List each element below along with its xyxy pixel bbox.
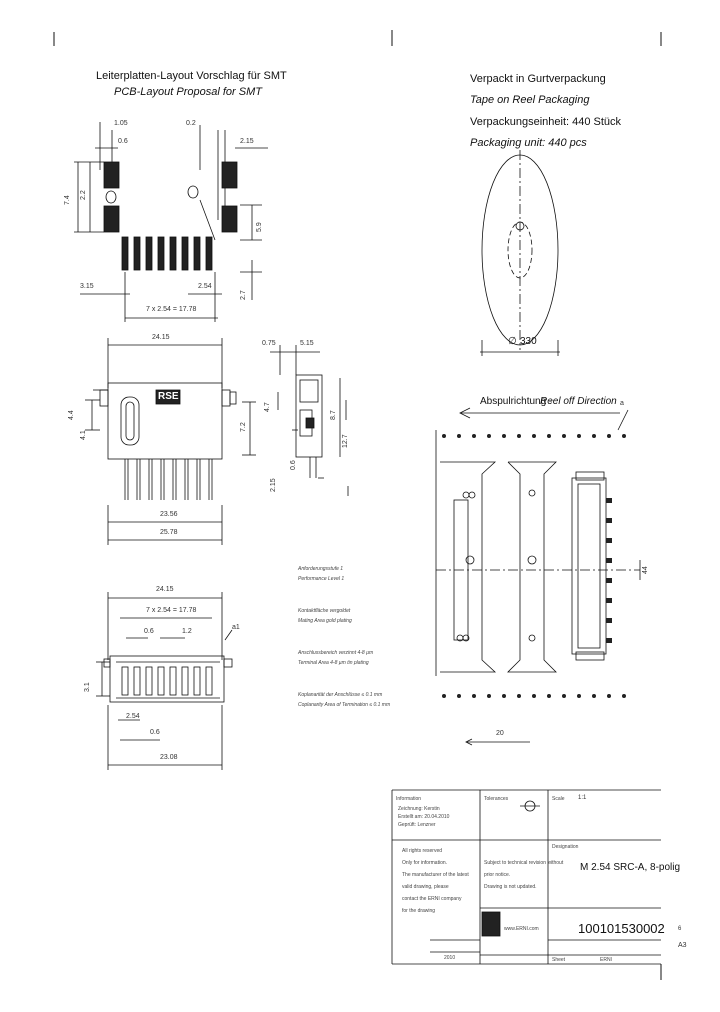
- reel-diameter: 330: [520, 336, 537, 347]
- top-view-drawing: [96, 592, 233, 770]
- dim-2-54: 2.54: [198, 283, 212, 290]
- tb-rights-5: contact the ERNI company: [402, 896, 462, 902]
- front-view-drawing: [85, 338, 256, 545]
- front-dim-24-15: 24.15: [152, 334, 170, 341]
- front-dim-4-4: 4.4: [68, 410, 75, 420]
- packaging-de-2: Verpackungseinheit: 440 Stück: [470, 116, 622, 128]
- side-dim-5-15: 5.15: [300, 340, 314, 347]
- note-2-en: Mating Area gold plating: [298, 618, 352, 624]
- reel-direction-en: Reel off Direction: [540, 396, 617, 407]
- top-dim-1-2: 1.2: [182, 628, 192, 635]
- tb-scale-value: 1:1: [578, 795, 587, 801]
- title-block-frame: [391, 789, 661, 965]
- tb-scale-label: Scale: [552, 796, 565, 802]
- dim-0-2: 0.2: [186, 120, 196, 127]
- tb-date: 2010: [444, 955, 456, 961]
- tb-rights-3: The manufacturer of the latest: [402, 872, 469, 878]
- note-1-de: Anforderungsstufe 1: [298, 566, 344, 572]
- front-dim-7-2: 7.2: [240, 422, 247, 432]
- tb-format: A3: [678, 942, 687, 949]
- dim-2-15: 2.15: [240, 138, 254, 145]
- tb-designation: M 2.54 SRC-A, 8-polig: [580, 862, 681, 873]
- top-dim-0-6b: 0.6: [150, 729, 160, 736]
- tape-drawing: [435, 407, 641, 746]
- front-dim-23-56: 23.56: [160, 511, 178, 518]
- tape-pitch: 20: [496, 730, 504, 737]
- tb-rev: 6: [678, 926, 682, 932]
- brand-logo: RSE: [158, 391, 179, 402]
- top-dim-2-54: 2.54: [126, 713, 140, 720]
- tb-rights-6: for the drawing: [402, 908, 436, 914]
- tb-tolerance-label: Tolerances: [484, 796, 509, 802]
- tb-subject-2: prior notice.: [484, 872, 511, 878]
- tb-rights-1: All rights reserved: [402, 848, 443, 854]
- tb-part-number: 100101530002: [578, 921, 665, 936]
- tb-designation-label: Designation: [552, 844, 579, 850]
- front-dim-25-78: 25.78: [160, 529, 178, 536]
- tb-info-label: Information: [396, 796, 422, 802]
- tape-width: 44: [642, 566, 649, 574]
- note-3-de: Anschlussbereich verzinnt 4-8 µm: [298, 650, 374, 656]
- dim-5-9: 5.9: [256, 222, 263, 232]
- tb-subject-1: Subject to technical revision without: [484, 860, 564, 866]
- top-mark-a1: a1: [232, 624, 240, 631]
- note-4-de: Koplanarität der Anschlüsse ≤ 0.1 mm: [298, 692, 383, 698]
- layout-title-en: PCB-Layout Proposal for SMT: [114, 86, 262, 98]
- packaging-de-1: Verpackt in Gurtverpackung: [470, 73, 606, 85]
- side-dim-8-7: 8.7: [330, 410, 337, 420]
- side-dim-12-7: 12.7: [342, 434, 349, 448]
- top-dim-24-15: 24.15: [156, 586, 174, 593]
- note-4-en: Coplanarity Area of Termination ≤ 0.1 mm: [298, 702, 391, 708]
- top-dim-23-08: 23.08: [160, 754, 178, 761]
- tb-company: ERNI: [600, 957, 612, 963]
- top-dim-3-1: 3.1: [84, 682, 91, 692]
- layout-title-de: Leiterplatten-Layout Vorschlag für SMT: [96, 70, 287, 82]
- tb-sheet-label: Sheet: [552, 957, 566, 963]
- reel-drawing: [480, 150, 560, 356]
- dim-7-4: 7.4: [64, 195, 71, 205]
- tb-info-3: Geprüft: Lenzner: [398, 822, 436, 828]
- tb-website: www.ERNI.com: [504, 926, 539, 932]
- tb-rights-2: Only for information.: [402, 860, 448, 866]
- side-dim-0-6: 0.6: [290, 460, 297, 470]
- dim-1-05: 1.05: [114, 120, 128, 127]
- top-dim-pitch-formula: 7 x 2.54 = 17.78: [146, 607, 197, 614]
- tb-info-1: Zeichnung: Kerstin: [398, 806, 440, 812]
- reel-diameter-symbol: ∅: [508, 336, 517, 347]
- side-dim-4-7: 4.7: [264, 402, 271, 412]
- note-2-de: Kontaktfläche vergoldet: [298, 608, 351, 614]
- pcb-layout-drawing: [74, 122, 268, 322]
- top-dim-0-6: 0.6: [144, 628, 154, 635]
- dim-2-7: 2.7: [240, 290, 247, 300]
- reel-direction-de: Abspulrichtung -: [480, 396, 553, 407]
- dim-0-6: 0.6: [118, 138, 128, 145]
- side-dim-0-75: 0.75: [262, 340, 276, 347]
- dim-3-15: 3.15: [80, 283, 94, 290]
- tape-mark-a: a: [620, 400, 624, 407]
- front-dim-4-1: 4.1: [80, 430, 87, 440]
- tb-info-2: Erstellt am: 20.04.2010: [398, 814, 450, 820]
- dim-2-2: 2.2: [80, 190, 87, 200]
- tb-rights-4: valid drawing, please: [402, 884, 449, 890]
- side-dim-2-15: 2.15: [270, 478, 277, 492]
- side-view-drawing: [270, 345, 349, 496]
- dim-pitch-formula: 7 x 2.54 = 17.78: [146, 306, 197, 313]
- tb-subject-3: Drawing is not updated.: [484, 884, 537, 890]
- packaging-en-1: Tape on Reel Packaging: [470, 94, 590, 106]
- note-3-en: Terminal Area 4-8 µm tin plating: [298, 660, 369, 666]
- packaging-en-2: Packaging unit: 440 pcs: [470, 137, 587, 149]
- note-1-en: Performance Level 1: [298, 576, 345, 582]
